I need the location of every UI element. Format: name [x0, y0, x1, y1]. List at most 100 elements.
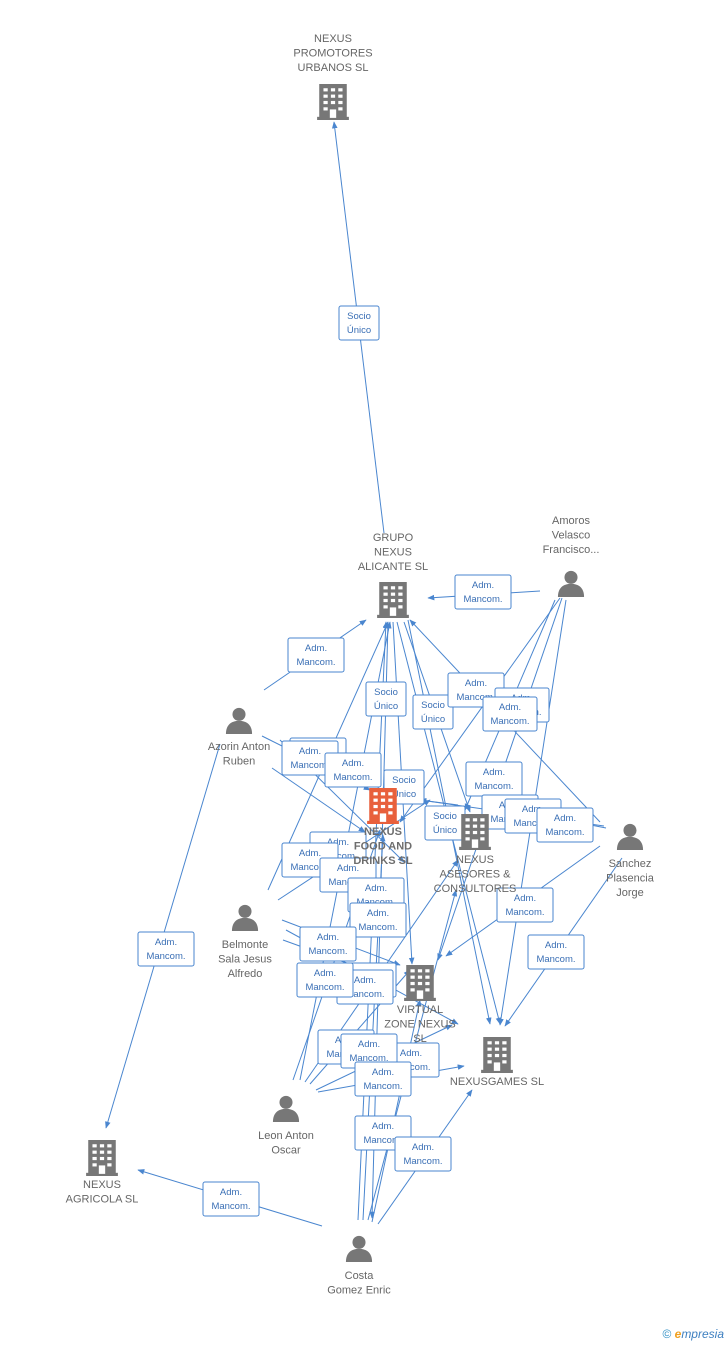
edge-label-text: Mancom.: [211, 1201, 250, 1212]
brand-logo-e: e: [674, 1327, 682, 1341]
node-label: GRUPO: [373, 532, 414, 544]
edge-label-text: Mancom.: [358, 922, 397, 933]
node-label: Velasco: [552, 530, 591, 542]
edge-label-text: Único: [433, 825, 457, 836]
edge-label-text: Mancom.: [363, 1135, 402, 1146]
edge-label-adm-mancom[interactable]: Adm. Mancom.: [454, 574, 512, 610]
edge-label-text: Mancom.: [403, 1156, 442, 1167]
copyright-symbol: ©: [662, 1327, 672, 1341]
edge-label-text: Adm.: [412, 1142, 434, 1153]
node-label: ALICANTE SL: [358, 561, 428, 573]
node-label: NEXUS: [456, 854, 494, 866]
edge-label-text: Mancom.: [505, 907, 544, 918]
node-label: Gomez Enric: [327, 1285, 391, 1297]
node-layer: NEXUS PROMOTORES URBANOS SL GRUPO NEXUS ALICA…: [66, 33, 655, 1297]
edge-label-text: Mancom.: [345, 989, 384, 1000]
node-label: URBANOS SL: [298, 62, 369, 74]
node-label: Leon Anton: [258, 1130, 314, 1142]
edge-label-text: Adm.: [220, 1187, 242, 1198]
edge-label-adm-mancom[interactable]: Adm.Mancom.: [354, 1061, 412, 1097]
edge-label-text: Adm.: [305, 643, 327, 654]
edge-label-text: Adm.: [400, 1048, 422, 1059]
node-amoros[interactable]: AmorosVelascoFrancisco...: [543, 515, 600, 597]
node-label: SL: [413, 1033, 426, 1045]
edge-label-adm-mancom[interactable]: Adm. Mancom.: [496, 887, 554, 923]
edge-label-text: Socio: [421, 700, 445, 711]
building-icon: [86, 1140, 118, 1176]
edge-label-text: Adm.: [472, 580, 494, 591]
edge-label-text: Único: [347, 325, 371, 336]
edge-label-text: Adm.: [465, 678, 487, 689]
edge-label-text: Mancom.: [456, 692, 495, 703]
edge-label-text: Adm.: [545, 940, 567, 951]
edge-label-text: Único: [374, 701, 398, 712]
edge-line: [399, 597, 561, 823]
edge-label-text: Único: [421, 714, 445, 725]
edge-label-text: Mancom.: [463, 594, 502, 605]
edge-line: [371, 999, 422, 1223]
node-games[interactable]: NEXUSGAMES SL: [450, 1037, 544, 1088]
building-icon: [377, 582, 409, 618]
edge-label-adm-mancom[interactable]: Adm. Mancom.: [527, 934, 585, 970]
edge-label-text: Mancom.: [474, 781, 513, 792]
node-label: NEXUS: [374, 547, 412, 559]
edge-label-text: Adm.: [299, 848, 321, 859]
person-icon: [345, 1235, 373, 1262]
edge-label-layer: SocioÚnicoAdm.Mancom.Adm.Mancom.SocioÚni…: [137, 305, 594, 1217]
node-label: Sanchez: [609, 858, 652, 870]
node-label: PROMOTORES: [293, 48, 372, 60]
edge-label-text: Adm.: [554, 813, 576, 824]
building-icon: [459, 814, 491, 850]
edge-label-text: Adm.: [365, 883, 387, 894]
edge-label-adm-mancom[interactable]: Adm.Mancom.: [299, 926, 357, 962]
edge-label-text: Adm.: [155, 937, 177, 948]
building-icon: [317, 84, 349, 120]
edge-label-adm-mancom[interactable]: Adm.Mancom.: [324, 752, 382, 788]
edge-label-adm-mancom[interactable]: Adm.Mancom.: [287, 637, 345, 673]
edge-label-adm-mancom[interactable]: Adm. Mancom.: [202, 1181, 260, 1217]
node-label: Costa: [345, 1270, 375, 1282]
node-label: Jorge: [616, 887, 644, 899]
node-label: NEXUS: [83, 1179, 121, 1191]
building-icon: [481, 1037, 513, 1073]
edge-label-text: Adm.: [299, 746, 321, 757]
node-label: NEXUSGAMES SL: [450, 1076, 544, 1088]
edge-label-adm-mancom[interactable]: Adm.Mancom.: [281, 740, 339, 776]
node-label: Oscar: [271, 1145, 301, 1157]
edge-label-text: Adm.: [514, 893, 536, 904]
person-icon: [557, 570, 585, 597]
edge-label-adm-mancom[interactable]: Adm.Mancom.: [296, 962, 354, 998]
edge-label-adm-mancom[interactable]: Adm.Mancom.: [465, 761, 523, 797]
edge-label-text: Socio: [392, 775, 416, 786]
edge-label-adm-mancom[interactable]: Adm.Mancom.: [349, 902, 407, 938]
edge-label-text: Mancom.: [308, 946, 347, 957]
building-icon: [367, 788, 399, 824]
edge-label-text: Mancom.: [536, 954, 575, 965]
node-label: Ruben: [223, 756, 255, 768]
edge-label-text: Adm.: [314, 968, 336, 979]
node-grupo[interactable]: GRUPO NEXUS ALICANTE SL: [358, 532, 428, 618]
edge-label-adm-mancom[interactable]: Adm. Mancom.: [394, 1136, 452, 1172]
edge-label-adm-mancom[interactable]: Adm.Mancom.: [482, 696, 538, 732]
brand-logo-text: mpresia: [681, 1327, 724, 1341]
footer-brand: © empresia: [662, 1327, 724, 1341]
edge-label-adm-mancom[interactable]: Adm.Mancom.: [536, 807, 594, 843]
node-label: VIRTUAL: [397, 1004, 443, 1016]
edge-label-adm-mancom[interactable]: Adm. Mancom.: [137, 931, 195, 967]
edge-label-text: Mancom.: [146, 951, 185, 962]
